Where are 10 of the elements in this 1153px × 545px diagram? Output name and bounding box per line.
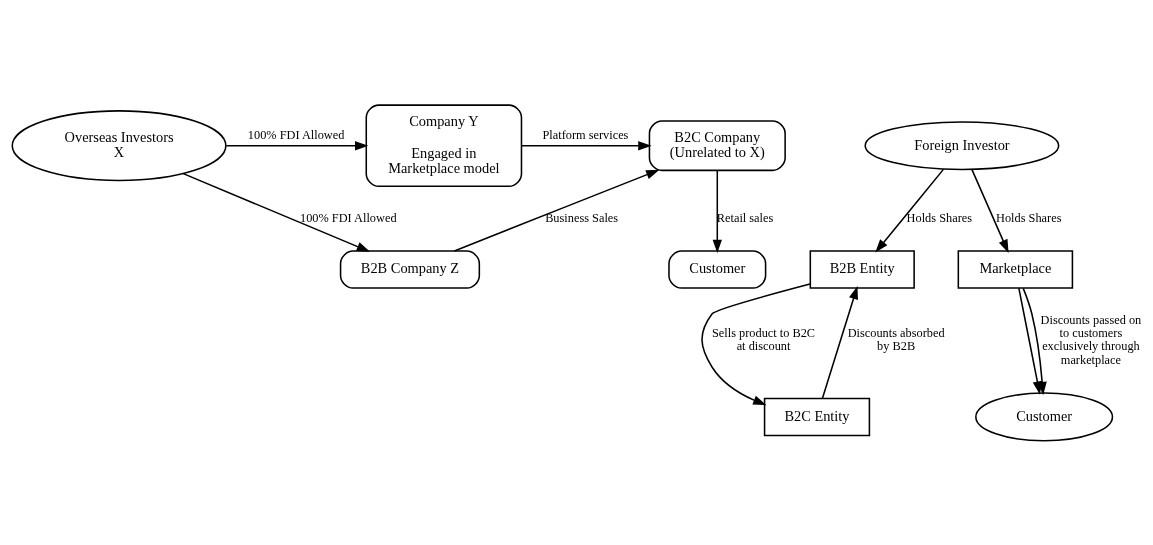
edge-label: Holds Shares (906, 210, 973, 225)
edge-label: Sells product to B2C at discount (712, 325, 816, 353)
edge-label: Discounts passed on to customers exclusively through marketplace (1040, 312, 1142, 367)
edge-label: Business Sales (545, 210, 619, 225)
edge-label: Retail sales (716, 210, 774, 225)
edge-label: 100% FDI Allowed (247, 127, 345, 142)
edge-label: 100% FDI Allowed (299, 210, 397, 225)
edge-label: Discounts absorbed by B2B (847, 325, 945, 353)
edge-label: Platform services (542, 127, 629, 142)
edge-label: Holds Shares (996, 210, 1062, 225)
